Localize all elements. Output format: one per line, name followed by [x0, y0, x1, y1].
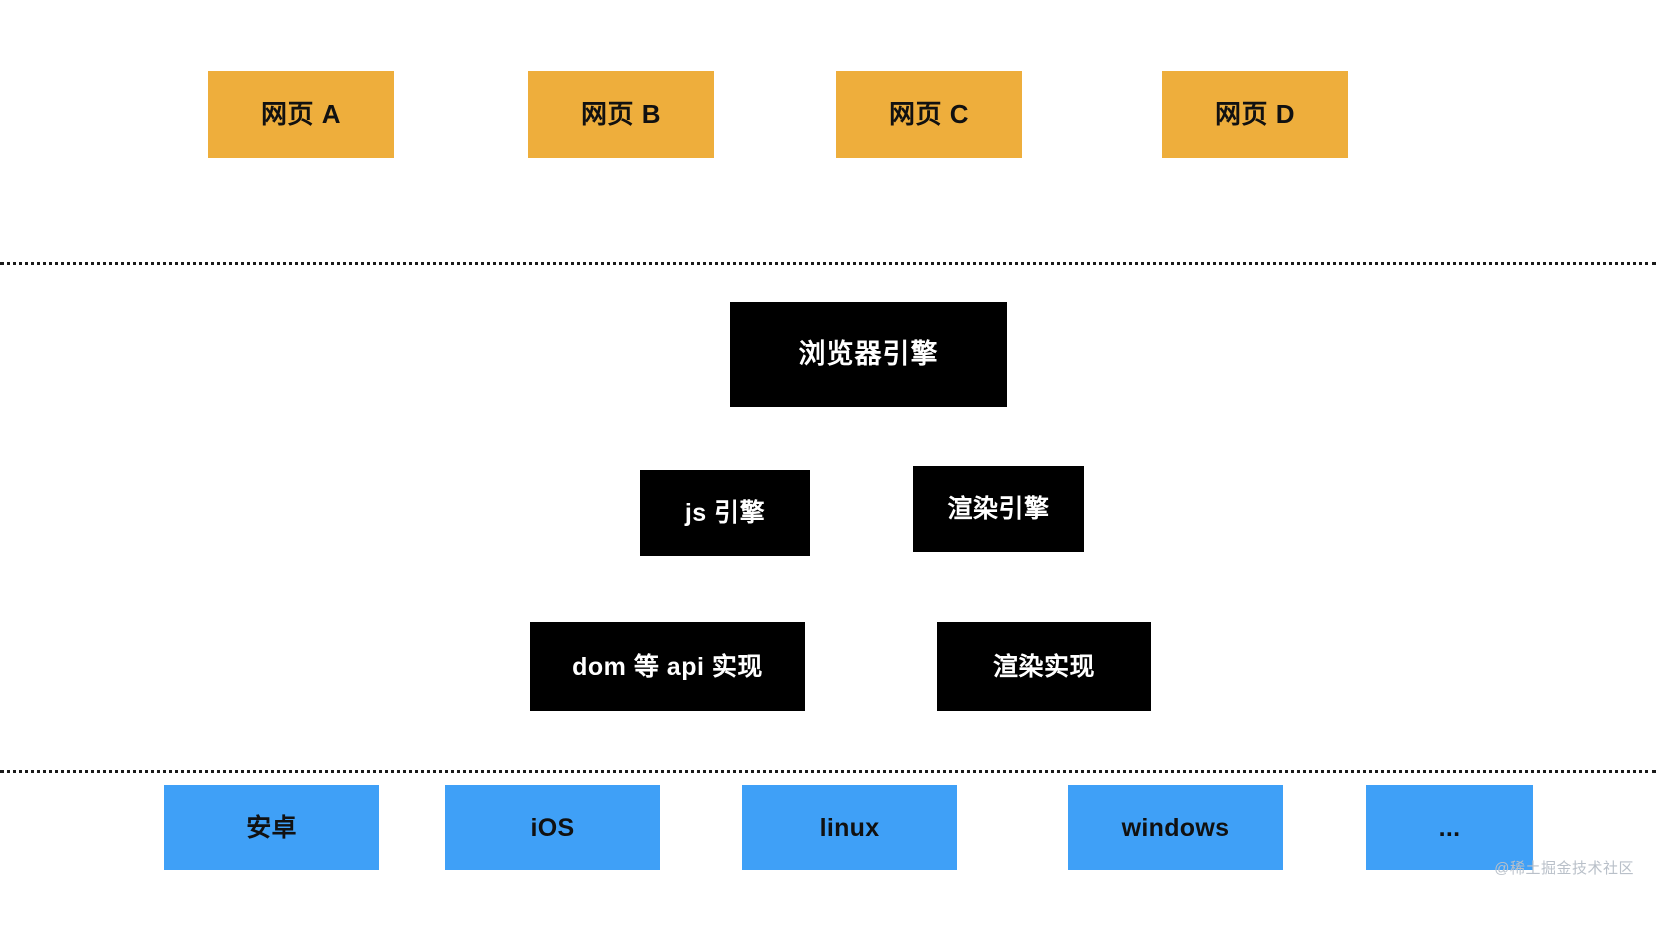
node-os-other: ... — [1366, 785, 1533, 870]
node-render-implementation: 渲染实现 — [937, 622, 1151, 711]
node-web-page-b: 网页 B — [528, 71, 714, 158]
divider-pages-engine — [0, 262, 1656, 265]
node-js-engine: js 引擎 — [640, 470, 810, 556]
node-browser-engine: 浏览器引擎 — [730, 302, 1007, 407]
node-web-page-c: 网页 C — [836, 71, 1022, 158]
node-web-page-d: 网页 D — [1162, 71, 1348, 158]
node-os-linux: linux — [742, 785, 957, 870]
node-web-page-a: 网页 A — [208, 71, 394, 158]
node-os-android: 安卓 — [164, 785, 379, 870]
divider-engine-os — [0, 770, 1656, 773]
node-os-windows: windows — [1068, 785, 1283, 870]
watermark-text: @稀土掘金技术社区 — [1494, 860, 1634, 877]
node-render-engine: 渲染引擎 — [913, 466, 1084, 552]
node-os-ios: iOS — [445, 785, 660, 870]
node-dom-api-implementation: dom 等 api 实现 — [530, 622, 805, 711]
